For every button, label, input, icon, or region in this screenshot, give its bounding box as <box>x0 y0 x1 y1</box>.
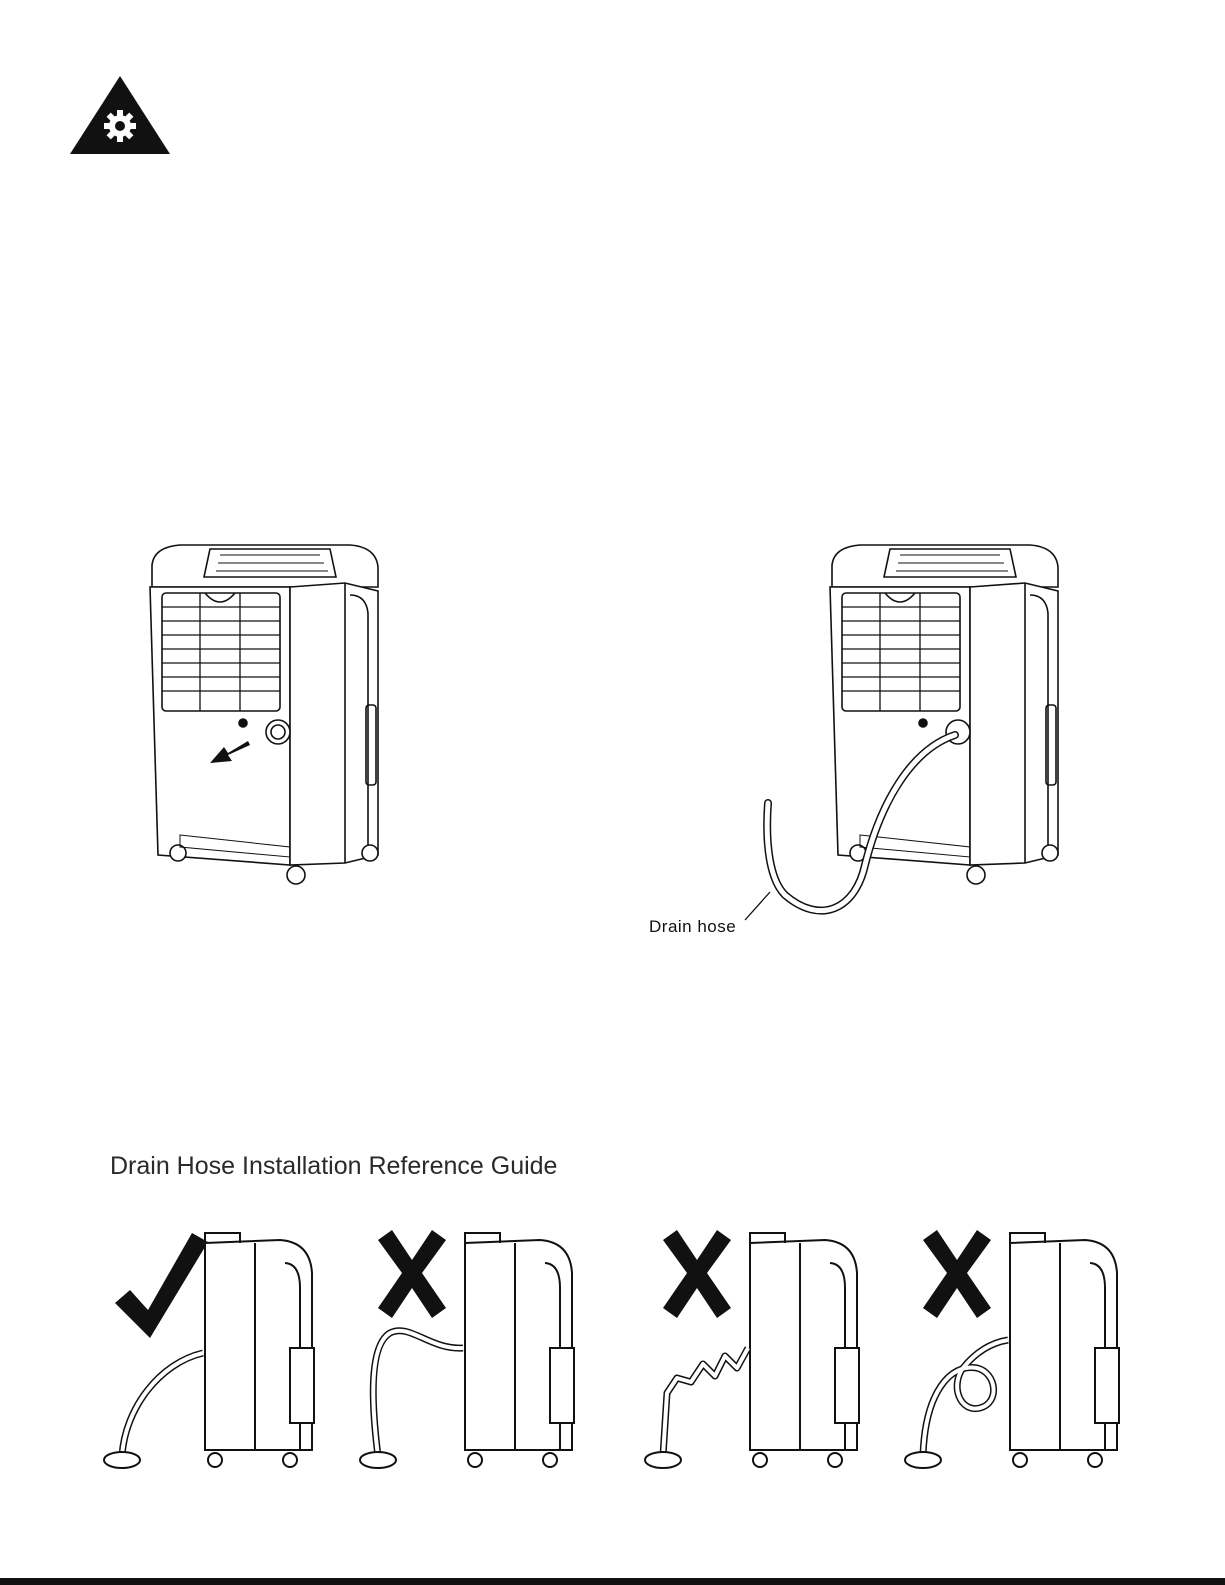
gear-warning-icon <box>70 76 170 154</box>
check-icon <box>115 1233 208 1338</box>
cross-icon <box>378 1230 446 1318</box>
cross-icon <box>663 1230 731 1318</box>
bottom-border <box>0 1578 1225 1585</box>
dehumidifier-rear-figure <box>140 535 400 890</box>
guide-item-incorrect-3 <box>905 1228 1145 1473</box>
guide-item-incorrect-1 <box>360 1228 600 1473</box>
dehumidifier-with-drain-hose-figure <box>760 535 1080 920</box>
guide-item-incorrect-2 <box>645 1228 885 1473</box>
guide-item-correct <box>100 1228 340 1473</box>
guide-title: Drain Hose Installation Reference Guide <box>110 1152 557 1181</box>
cross-icon <box>923 1230 991 1318</box>
drain-hose-label: Drain hose <box>649 917 736 937</box>
